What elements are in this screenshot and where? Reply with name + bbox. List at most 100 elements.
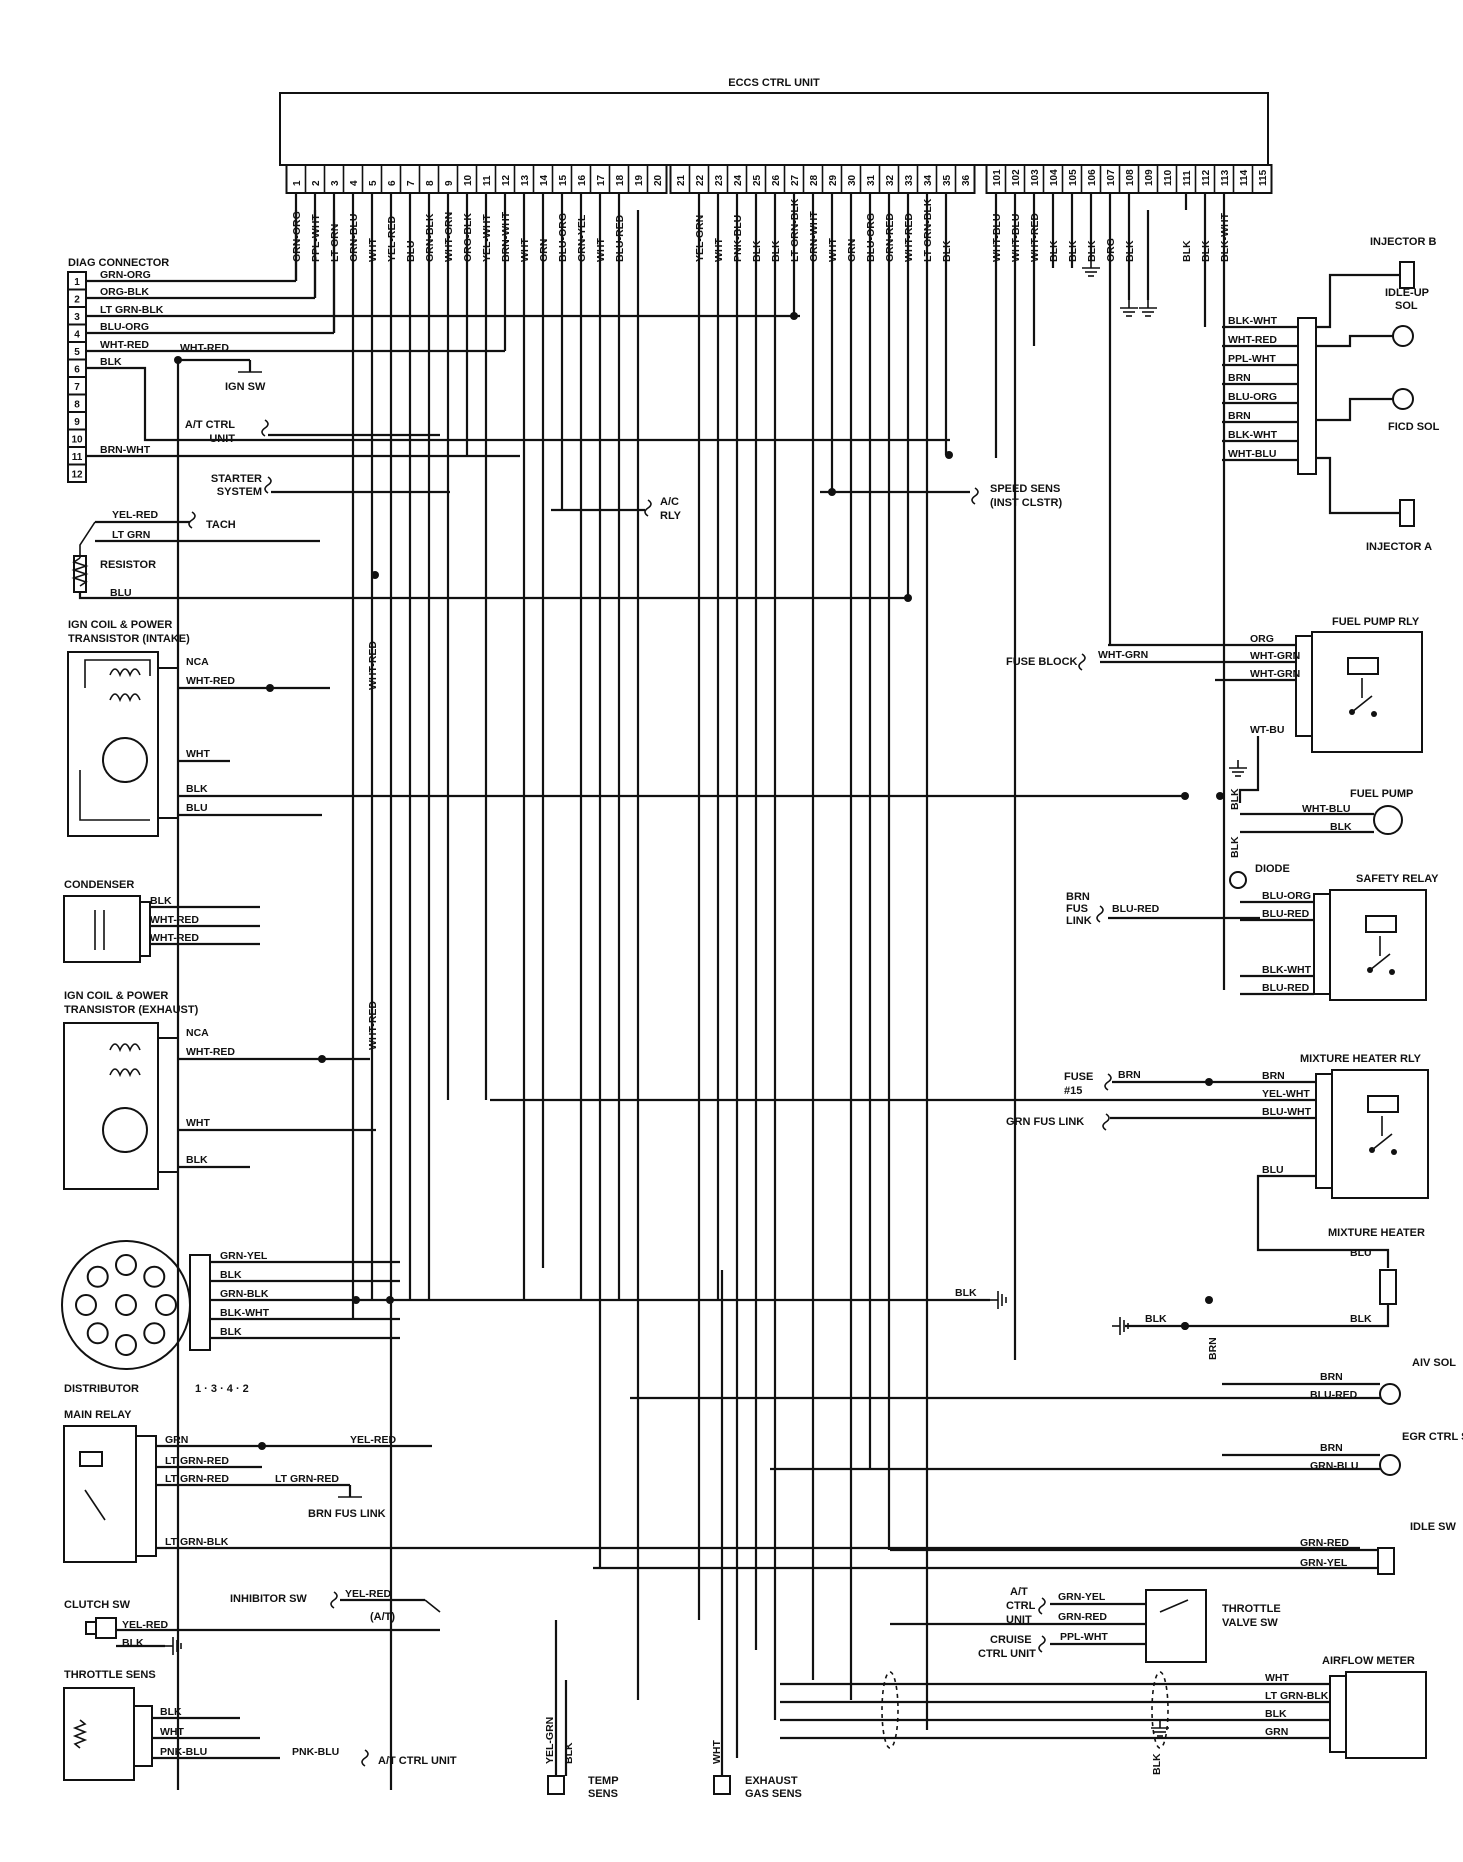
temp-sens-wire-label: YEL-GRN (544, 1717, 556, 1764)
safety-fus-link-label: LINK (1066, 915, 1092, 927)
distributor-title: DISTRIBUTOR (64, 1383, 139, 1395)
exhaust-sens-body (713, 1775, 731, 1795)
ecu-pin-number: 23 (714, 174, 725, 186)
ecu-pin-number: 4 (349, 180, 360, 186)
ecu-pin-wire-label: WHT (367, 238, 379, 262)
temp-sens-title: TEMP (588, 1775, 619, 1787)
safety-blu-red-label: BLU-RED (1112, 903, 1160, 915)
injector-a-wire (1316, 456, 1400, 515)
safety-relay-contact (1369, 953, 1391, 971)
ecu-pin-number: 22 (695, 174, 706, 186)
junction-dot (371, 571, 379, 579)
ecu-pin-wire-label: BRN-WHT (500, 211, 512, 262)
junction-dot (1216, 792, 1224, 800)
ac-rly-label: RLY (660, 510, 682, 522)
fuel-pump-rly-wire-label: ORG (1250, 633, 1274, 645)
diag-terminal-number: 2 (74, 295, 80, 306)
right-bus-wire-label: WHT-RED (1228, 334, 1277, 346)
wire (86, 366, 950, 442)
ecu-pin-number: 8 (425, 180, 436, 186)
ecu-pin-wire-label: BLU-RED (614, 214, 626, 262)
ecu-pin-number: 34 (923, 174, 934, 186)
clutch-sw-plunger (85, 1621, 97, 1635)
ecu-pin-number: 6 (387, 180, 398, 186)
fuse-15-label: FUSE (1064, 1071, 1093, 1083)
fuel-pump-blk-label: BLK (1229, 788, 1241, 810)
ecu-pin-number: 112 (1201, 169, 1212, 186)
ecu-pin-wire-label: BLK (1086, 240, 1098, 262)
ign-sw-label: IGN SW (225, 381, 266, 393)
ecu-pin-wire-label: BLK (941, 240, 953, 262)
ecu-pin-wire-label: BLK (770, 240, 782, 262)
injector-b-wire (1316, 273, 1400, 329)
throttle-valve-title: THROTTLE (1222, 1603, 1281, 1615)
diag-terminal-number: 3 (74, 312, 80, 323)
resistor-symbol (71, 557, 89, 587)
fuel-pump-rly-coil (1347, 657, 1379, 675)
junction-dot (266, 684, 274, 692)
inhibitor-link (424, 1599, 441, 1613)
fuel-pump-rly-contact-pin (1371, 711, 1377, 717)
exhaust-sens-title: GAS SENS (745, 1788, 802, 1800)
fuse-block-label: FUSE BLOCK (1006, 656, 1078, 668)
coil-exhaust-title: IGN COIL & POWER (64, 990, 168, 1002)
fuse-15-wire-label: BRN (1118, 1069, 1141, 1081)
ecu-pin-wire-label: ORG (1105, 238, 1117, 262)
shield-ellipse (881, 1671, 899, 1749)
ecu-pin-wire-label: LT GRN (329, 224, 341, 262)
ecu-pin-number: 25 (752, 174, 763, 186)
fuel-pump-rly-contact (1351, 695, 1373, 713)
at-ctrl-unit-label: UNIT (209, 433, 235, 445)
at-ctrl-unit-label: A/T CTRL (185, 419, 235, 431)
mixture-heater-rly (1331, 1069, 1429, 1199)
exhaust-sens-title: EXHAUST (745, 1775, 798, 1787)
right-bus-wire-label: PPL-WHT (1228, 353, 1276, 365)
junction-dot (828, 488, 836, 496)
ecu-pin-wire-label: YEL-GRN (694, 215, 706, 262)
fuse-15-label: #15 (1064, 1085, 1082, 1097)
ecu-pin-number: 33 (904, 174, 915, 186)
ecu-pin-number: 20 (653, 174, 664, 186)
main-relay-wire-label: LT GRN-BLK (165, 1536, 229, 1548)
safety-relay-coil (1365, 915, 1397, 933)
throttle-valve-sw-box (1145, 1589, 1207, 1663)
wire-lines (61, 92, 1429, 1795)
coil-exhaust-winding (109, 1043, 141, 1053)
coil-exhaust-wire-label: NCA (186, 1027, 209, 1039)
mixture-heater-rly-contact (1371, 1133, 1393, 1151)
ecu-pin-wire-label: BLU-ORG (557, 213, 569, 262)
main-relay-title: MAIN RELAY (64, 1409, 132, 1421)
junction-dot (945, 451, 953, 459)
fuel-pump-rly-title: FUEL PUMP RLY (1332, 616, 1420, 628)
ficd-sol-label: FICD SOL (1388, 421, 1440, 433)
ecu-pin-number: 29 (828, 174, 839, 186)
ecu-pin-number: 5 (368, 180, 379, 186)
throttle-sens-wire-label: WHT (160, 1726, 184, 1738)
fuel-pump-wire-label: WHT-BLU (1302, 803, 1350, 815)
ecu-pin-wire-label: GRN-YEL (576, 214, 588, 262)
main-relay-box (63, 1425, 137, 1563)
ecu-pin-wire-label: WHT-RED (1029, 213, 1041, 262)
clutch-wire-label: BLK (122, 1637, 144, 1649)
airflow-ground-label: BLK (1151, 1753, 1163, 1775)
ecu-pin-wire-label: BLK (1181, 240, 1193, 262)
condenser-wire-label: WHT-RED (150, 932, 199, 944)
temp-sens-body (547, 1775, 565, 1795)
throttle-valve-title: VALVE SW (1222, 1617, 1278, 1629)
diag-terminal-number: 6 (74, 365, 80, 376)
coil-intake-vertical-label: WHT-RED (367, 641, 379, 690)
ecu-pin-wire-label: WHT-GRN (443, 212, 455, 262)
ecu-pin-number: 107 (1106, 169, 1117, 186)
mixture-heater-rly-wire-label: BRN (1262, 1070, 1285, 1082)
ecu-pin-wire-label: WHT-BLU (1010, 214, 1022, 262)
distributor-terminal (115, 1254, 137, 1276)
coil-exhaust-transistor (102, 1107, 148, 1153)
ficd-sol-body (1392, 388, 1414, 410)
throttle-sens-wire-label: BLK (160, 1706, 182, 1718)
mixture-heater-rly-coil (1367, 1095, 1399, 1113)
connector-break-symbol (188, 511, 196, 529)
mixture-heater-rly-wire-label: BLU-WHT (1262, 1106, 1312, 1118)
main-relay-wire-label: LT GRN-RED (165, 1455, 229, 1467)
ecu-pin-number: 113 (1220, 169, 1231, 186)
diag-terminal-number: 4 (74, 330, 80, 341)
